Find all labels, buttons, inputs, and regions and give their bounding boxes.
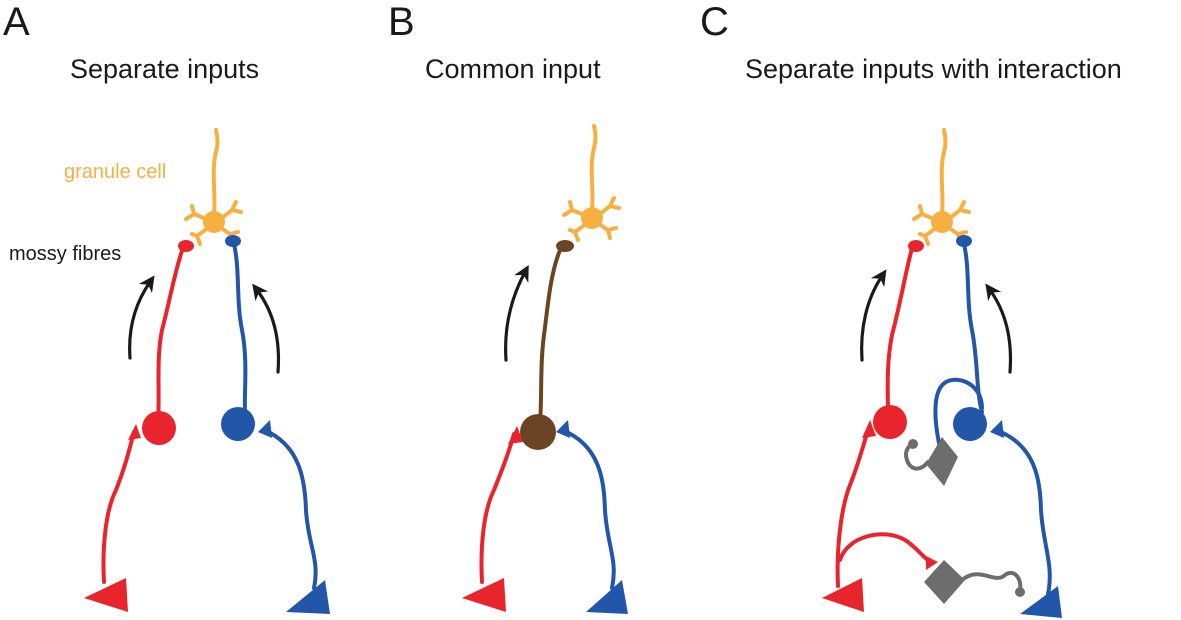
red-terminal-a (178, 240, 194, 252)
blue-input-axon-b (560, 428, 616, 590)
panel-c: C Separate inputs with interaction (700, 0, 1122, 618)
blue-output-triangle-b (586, 580, 628, 614)
red-neuron-a (142, 411, 176, 445)
panel-a: A Separate inputs granule cell mossy fib… (3, 0, 330, 614)
red-collateral-bouton-c (926, 556, 938, 570)
blue-input-axon-a (262, 428, 318, 590)
blue-input-bouton-c (990, 420, 1004, 438)
red-mossy-fibre-c (885, 246, 914, 412)
granule-cell-b (562, 124, 621, 242)
blue-terminal-a (225, 235, 241, 247)
blue-input-axon-c (994, 428, 1052, 596)
brown-neuron-b (520, 414, 556, 450)
panel-letter-b: B (388, 0, 415, 44)
panel-b: B Common input (388, 0, 628, 614)
arrow-left-a (128, 275, 155, 360)
red-input-bouton-c (862, 420, 876, 438)
red-input-bouton-b (508, 426, 523, 444)
arrow-b (504, 264, 529, 362)
panel-letter-a: A (3, 0, 30, 44)
interneuron-lower-axon-c (960, 570, 1023, 592)
granule-cell-a (184, 128, 243, 246)
panel-letter-c: C (700, 0, 729, 44)
panel-title-a: Separate inputs (70, 54, 259, 84)
blue-neuron-c (953, 407, 987, 441)
red-terminal-c (908, 240, 924, 252)
red-neuron-c (873, 405, 907, 439)
interneuron-upper-bouton-c (908, 439, 918, 449)
red-input-axon-c (835, 428, 870, 588)
brown-mossy-fibre-b (538, 248, 562, 427)
arrow-right-c (985, 283, 1013, 374)
brown-terminal-b (556, 240, 574, 252)
red-output-triangle-a (84, 578, 128, 612)
interneuron-upper-axon-c (903, 442, 930, 471)
red-input-axon-a (101, 430, 136, 584)
blue-input-bouton-b (556, 420, 570, 438)
blue-collateral-c (933, 377, 984, 450)
blue-mossy-fibre-a (232, 242, 248, 412)
red-input-axon-b (479, 432, 516, 584)
arrow-right-a (252, 283, 281, 374)
panel-title-c: Separate inputs with interaction (745, 54, 1122, 84)
blue-output-triangle-c (1020, 586, 1062, 618)
mossy-fibres-label: mossy fibres (9, 243, 121, 265)
blue-terminal-c (956, 235, 972, 247)
arrow-left-c (860, 269, 887, 362)
interneuron-lower-c (924, 560, 965, 604)
blue-output-triangle-a (286, 580, 330, 614)
granule-cell-label: granule cell (64, 161, 166, 183)
red-input-bouton-a (128, 424, 141, 440)
red-collateral-c (838, 532, 932, 564)
red-mossy-fibre-a (156, 246, 185, 427)
blue-input-bouton-a (258, 420, 272, 438)
interneuron-lower-bouton-c (1015, 587, 1025, 597)
panel-title-b: Common input (425, 54, 601, 84)
blue-neuron-a (221, 407, 255, 441)
interneuron-upper-c (926, 437, 958, 486)
granule-cell-c (912, 128, 971, 246)
red-output-triangle-c (822, 578, 864, 612)
red-output-triangle-b (462, 578, 506, 612)
